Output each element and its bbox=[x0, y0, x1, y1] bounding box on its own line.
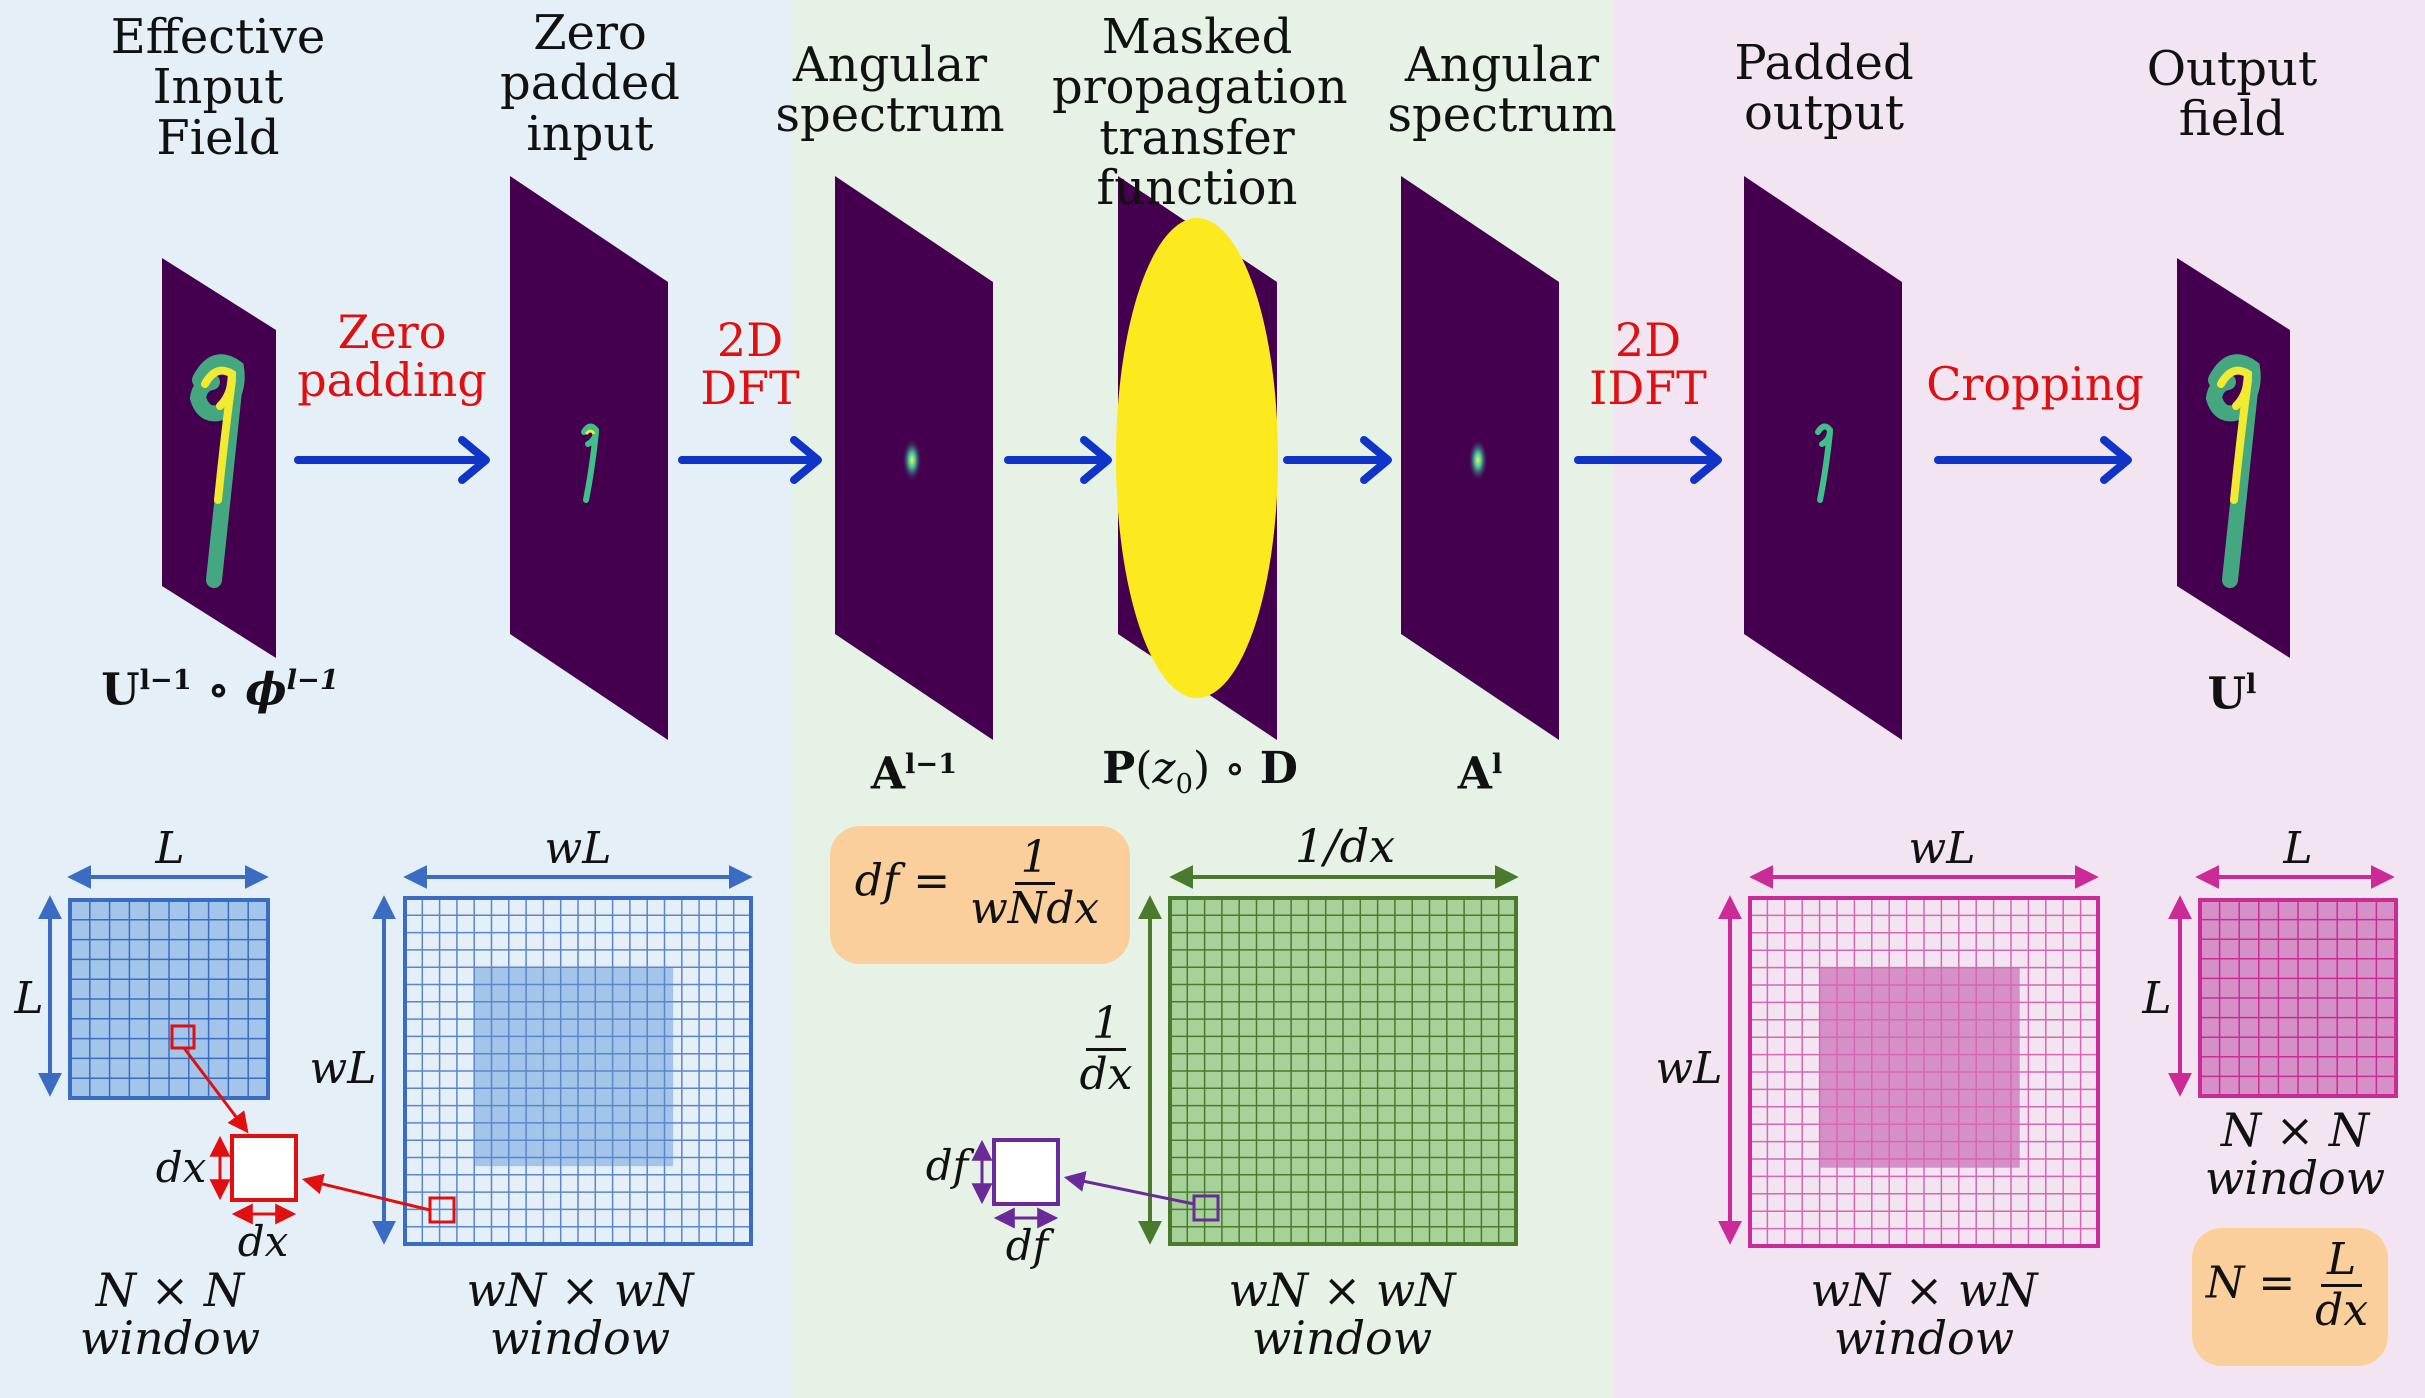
flow-arrows bbox=[294, 436, 2132, 484]
masked-transfer-function-plane bbox=[1116, 176, 1278, 740]
op-cropping: Cropping bbox=[1926, 357, 2144, 411]
padded-output-field-plane bbox=[1744, 176, 1902, 740]
padded-output-side-label: wL bbox=[1655, 1043, 1723, 1094]
input-pixel-zoom bbox=[170, 1024, 456, 1225]
small-input-side-label: L bbox=[14, 973, 44, 1024]
arrow-dft bbox=[678, 436, 822, 484]
small-output-side-label: L bbox=[2142, 973, 2172, 1024]
arrow-to-mask bbox=[1004, 436, 1112, 484]
output-field-plane bbox=[2177, 258, 2290, 658]
grid-inner-window bbox=[1819, 967, 2020, 1168]
angular-spectrum-input-plane bbox=[835, 176, 993, 740]
angular-spectrum-output-plane bbox=[1401, 176, 1559, 740]
padded-output-grid bbox=[1748, 896, 2100, 1248]
arrow-cropping bbox=[1934, 436, 2132, 484]
padded-output-top-label: wL bbox=[1908, 823, 1976, 874]
dimension-arrows bbox=[38, 865, 2395, 1245]
zero-padded-input-field-plane bbox=[510, 176, 668, 740]
freq-cell-bottom-label: df bbox=[1005, 1221, 1049, 1270]
effective-input-field-plane bbox=[162, 258, 276, 658]
symbol-output-field: Ul bbox=[2207, 668, 2257, 720]
grid-border bbox=[1168, 896, 1518, 1246]
frequency-pixel-zoom bbox=[971, 1138, 1220, 1229]
n-formula-box bbox=[2192, 1228, 2388, 1366]
symbol-masked-transfer: P(z0) ∘ D bbox=[1102, 743, 1298, 800]
small-output-top-label: L bbox=[2283, 823, 2313, 874]
cell-width-label: dx bbox=[237, 1217, 289, 1266]
small-input-grid bbox=[68, 898, 270, 1100]
arrow-idft bbox=[1574, 436, 1722, 484]
padded-input-side-label: wL bbox=[309, 1043, 377, 1094]
df-formula-box bbox=[830, 826, 1130, 964]
small-output-grid bbox=[2198, 898, 2398, 1098]
grid-border bbox=[403, 896, 753, 1246]
padded-input-grid bbox=[403, 896, 753, 1246]
grid-border bbox=[68, 898, 270, 1100]
symbol-effective-input: Ul−1 ∘ ϕl−1 bbox=[101, 664, 339, 716]
grid-border bbox=[2198, 898, 2398, 1098]
grid-border bbox=[1748, 896, 2100, 1248]
symbol-angular-spectrum-out: Al bbox=[1457, 748, 1503, 800]
symbol-angular-spectrum-in: Al−1 bbox=[870, 748, 958, 800]
cell-height-label: dx bbox=[155, 1143, 207, 1192]
padded-input-top-label: wL bbox=[544, 823, 612, 874]
frequency-top-label: 1/dx bbox=[1294, 819, 1396, 873]
frequency-grid bbox=[1168, 896, 1518, 1246]
grid-inner-window bbox=[474, 967, 674, 1167]
freq-cell-side-label: df bbox=[925, 1141, 969, 1190]
arrow-from-mask bbox=[1283, 436, 1392, 484]
small-input-top-label: L bbox=[155, 823, 185, 874]
arrow-zero-padding bbox=[294, 436, 490, 484]
